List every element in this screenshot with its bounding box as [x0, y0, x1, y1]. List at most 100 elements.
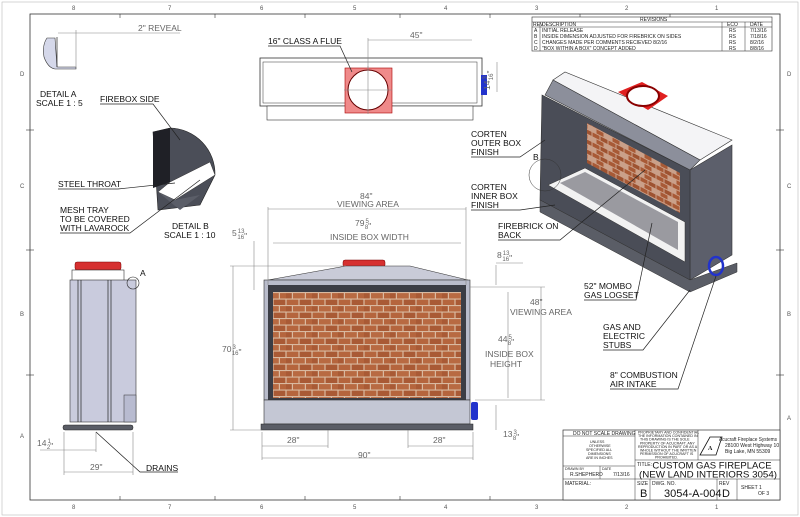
- svg-text:RS: RS: [729, 28, 737, 34]
- svg-text:6: 6: [260, 6, 264, 12]
- dim-84: 84": [360, 191, 372, 201]
- svg-text:C: C: [20, 184, 25, 190]
- top-view: 45" 14316" 16" CLASS A FLUE: [259, 30, 498, 121]
- svg-text:3: 3: [535, 6, 539, 12]
- svg-text:UNLESS: UNLESS: [590, 440, 605, 444]
- drawing-title: CUSTOM GAS FIREPLACE: [652, 461, 771, 472]
- svg-text:BACK: BACK: [498, 230, 521, 240]
- sheet-size: B: [640, 488, 647, 500]
- material-label: MATERIAL:: [565, 481, 591, 487]
- svg-text:D: D: [787, 72, 792, 78]
- svg-text:GAS LOGSET: GAS LOGSET: [584, 290, 639, 300]
- svg-text:THIS DRAWING IS THE SOLE: THIS DRAWING IS THE SOLE: [640, 438, 690, 442]
- svg-text:B: B: [20, 312, 24, 318]
- title-block: DO NOT SCALE DRAWING UNLESS OTHERWISE SP…: [562, 429, 781, 501]
- svg-text:2: 2: [625, 6, 629, 12]
- dim-29: 29": [90, 462, 102, 472]
- flue-collar: [74, 261, 122, 271]
- base-rail: [62, 424, 134, 431]
- combustion-air-intake: [471, 402, 478, 420]
- no-scale-note: DO NOT SCALE DRAWING: [573, 431, 636, 437]
- svg-text:7: 7: [168, 505, 172, 511]
- svg-text:DIMENSIONS: DIMENSIONS: [588, 452, 611, 456]
- description-header: DESCRIPTION: [542, 22, 577, 28]
- svg-text:PERMISSION OF ACUCRAFT IS: PERMISSION OF ACUCRAFT IS: [640, 452, 694, 456]
- combustion-air-label: 8" COMBUSTION: [610, 370, 678, 380]
- svg-text:VIEWING AREA: VIEWING AREA: [510, 307, 572, 317]
- svg-text:WHOLE WITHOUT THE WRITTEN: WHOLE WITHOUT THE WRITTEN: [640, 449, 697, 453]
- svg-text:FINISH: FINISH: [471, 200, 499, 210]
- svg-text:AIR INTAKE: AIR INTAKE: [610, 379, 657, 389]
- gas-electric-stubs-label: GAS AND: [603, 322, 641, 332]
- eco-header: ECO: [727, 22, 738, 28]
- svg-text:STUBS: STUBS: [603, 340, 632, 350]
- firebox-side-label: FIREBOX SIDE: [100, 94, 160, 104]
- corten-outer-label: CORTEN: [471, 129, 507, 139]
- combustion-air-intake: [707, 255, 725, 277]
- svg-text:INITIAL RELEASE: INITIAL RELEASE: [542, 28, 584, 34]
- svg-text:SPECIFIED ALL: SPECIFIED ALL: [586, 448, 612, 452]
- firebrick-back: [273, 292, 461, 398]
- svg-text:DRAWN BY: DRAWN BY: [565, 467, 585, 471]
- detail-a: 2" REVEAL DETAIL A SCALE 1 : 5: [36, 23, 182, 108]
- svg-text:C: C: [787, 184, 792, 190]
- svg-text:HEIGHT: HEIGHT: [490, 359, 522, 369]
- svg-text:A: A: [708, 446, 713, 452]
- svg-text:OUTER BOX: OUTER BOX: [471, 138, 521, 148]
- detail-b-title: DETAIL B: [172, 221, 209, 231]
- intake-stub: [481, 75, 487, 95]
- base-rail: [260, 423, 474, 431]
- svg-text:REV: REV: [719, 481, 730, 487]
- svg-text:A: A: [787, 416, 791, 422]
- svg-text:5: 5: [353, 505, 357, 511]
- svg-text:28100 West Highway 10: 28100 West Highway 10: [725, 443, 779, 449]
- inside-box-width-label: INSIDE BOX WIDTH: [330, 232, 409, 242]
- rev-header: REV: [533, 22, 544, 28]
- svg-text:ELECTRIC: ELECTRIC: [603, 331, 645, 341]
- mesh-tray-label: MESH TRAY: [60, 205, 109, 215]
- svg-text:RS: RS: [729, 40, 737, 46]
- steel-throat-label: STEEL THROAT: [58, 179, 121, 189]
- svg-text:"BOX WITHIN A BOX" CONCEPT ADD: "BOX WITHIN A BOX" CONCEPT ADDED: [542, 46, 636, 52]
- svg-text:RS: RS: [729, 34, 737, 40]
- svg-text:REPRODUCTION IN PART OR AS A: REPRODUCTION IN PART OR AS A: [638, 445, 698, 449]
- drawing-subtitle: (NEW LAND INTERIORS 3054): [639, 470, 777, 481]
- corten-inner-label: CORTEN: [471, 182, 507, 192]
- revision-letter: D: [722, 488, 730, 500]
- svg-text:RS: RS: [729, 46, 737, 52]
- dim-28-left: 28": [287, 435, 299, 445]
- svg-text:OTHERWISE: OTHERWISE: [589, 444, 611, 448]
- svg-text:SIZE: SIZE: [637, 481, 649, 487]
- proprietary-notice: PROPRIETARY AND CONFIDENTIAL THE INFORMA…: [638, 431, 699, 460]
- drawn-date: 7/13/16: [613, 472, 630, 478]
- svg-text:WITH LAVAROCK: WITH LAVAROCK: [60, 223, 129, 233]
- svg-text:PROHIBITED.: PROHIBITED.: [655, 456, 678, 460]
- detail-a-scale: SCALE 1 : 5: [36, 98, 83, 108]
- drawing-number: 3054-A-004: [664, 488, 722, 500]
- company-name: Acucraft Fireplace Systems: [719, 437, 777, 443]
- svg-text:PROPRIETARY AND CONFIDENTIAL: PROPRIETARY AND CONFIDENTIAL: [638, 431, 699, 435]
- inside-box-height-label: INSIDE BOX: [485, 349, 534, 359]
- svg-text:A: A: [534, 28, 538, 34]
- svg-text:D: D: [534, 46, 538, 52]
- svg-text:1: 1: [715, 6, 719, 12]
- svg-text:THE INFORMATION CONTAINED IN: THE INFORMATION CONTAINED IN: [638, 434, 698, 438]
- svg-text:INNER BOX: INNER BOX: [471, 191, 518, 201]
- dim-48: 48": [530, 297, 542, 307]
- dim-28-right: 28": [433, 435, 445, 445]
- svg-text:Big Lake, MN 55309: Big Lake, MN 55309: [725, 449, 771, 455]
- svg-text:8: 8: [72, 505, 76, 511]
- svg-text:7/18/16: 7/18/16: [750, 34, 767, 40]
